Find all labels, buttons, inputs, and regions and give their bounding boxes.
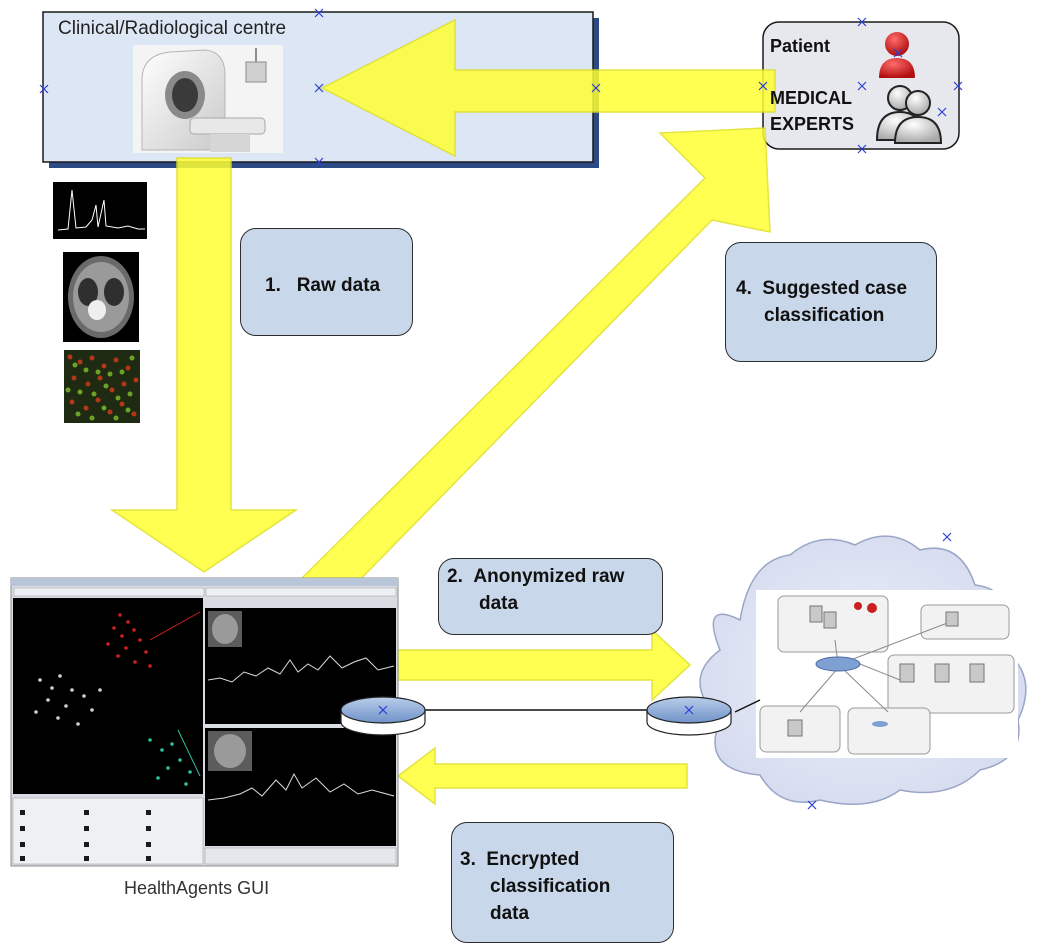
router-icon-left — [340, 696, 426, 736]
step-1-number: 1. — [265, 275, 281, 296]
step-3-line-1: Encrypted — [486, 849, 580, 870]
arrow-classification-up — [298, 127, 771, 596]
step-2-line-2: data — [479, 593, 519, 614]
arrow-to-clinic — [320, 18, 776, 158]
arrow-encrypted-left — [396, 746, 688, 806]
arrow-anonymized-right — [397, 628, 692, 702]
router-icon-right — [646, 696, 732, 736]
step-3-line-2: classification — [490, 876, 611, 897]
arrow-raw-data-down — [109, 157, 299, 573]
step-4-line-2: classification — [764, 305, 885, 326]
mri-scanner-icon — [133, 45, 283, 153]
experts-label-line1: MEDICAL — [770, 88, 852, 108]
experts-icon — [875, 85, 943, 144]
brain-mri-thumbnail — [63, 252, 139, 342]
microarray-thumbnail — [64, 350, 140, 423]
healthagents-gui-screenshot — [10, 577, 399, 867]
step-2-box: 2. Anonymized raw data — [438, 558, 663, 635]
selection-handles — [39, 8, 963, 810]
spectrum-thumbnail — [53, 182, 147, 239]
step-3-number: 3. — [460, 849, 476, 870]
step-1-line-1: Raw data — [296, 275, 381, 296]
step-2-line-1: Anonymized raw — [473, 566, 625, 587]
step-2-number: 2. — [447, 566, 463, 587]
patient-label: Patient — [770, 36, 831, 56]
step-3-box: 3. Encrypted classification data — [451, 822, 674, 943]
step-4-line-1: Suggested case — [762, 278, 908, 299]
gui-caption: HealthAgents GUI — [124, 878, 270, 898]
step-1-box: 1. Raw data — [240, 228, 413, 336]
experts-label-line2: EXPERTS — [770, 114, 855, 134]
clinic-title: Clinical/Radiological centre — [58, 18, 287, 39]
step-4-box: 4. Suggested case classification — [725, 242, 937, 362]
step-4-number: 4. — [736, 278, 752, 299]
step-3-line-3: data — [490, 903, 530, 924]
network-cloud — [699, 535, 1027, 805]
patient-icon — [879, 32, 915, 78]
